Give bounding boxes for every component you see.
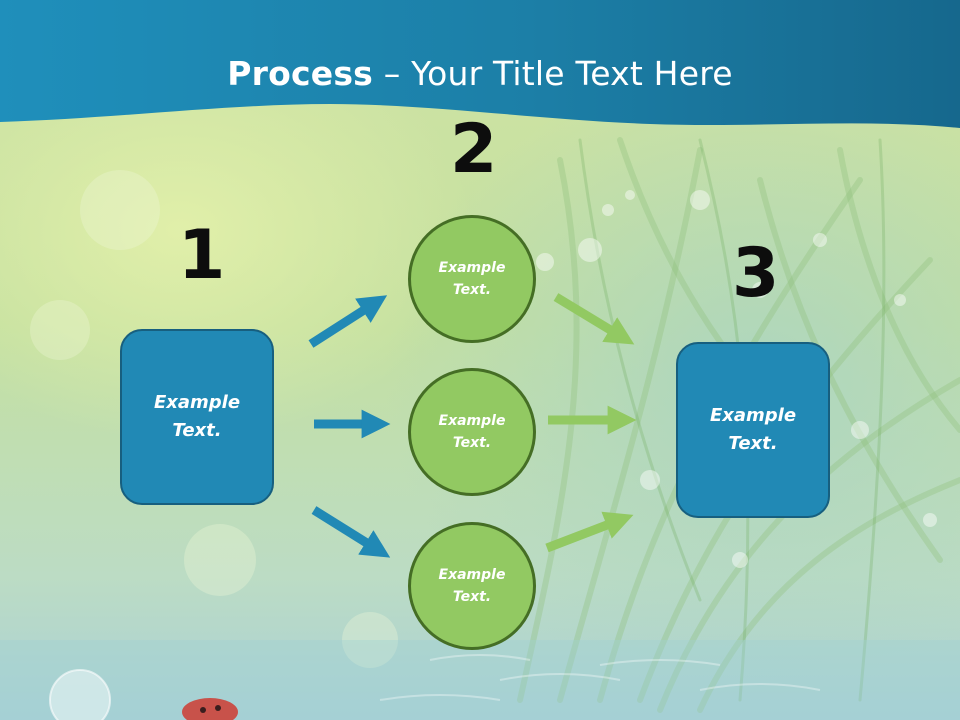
step-2-node-bottom: Example Text. [408, 522, 536, 650]
step-2-node-top: Example Text. [408, 215, 536, 343]
node-top-label: Example Text. [438, 259, 506, 298]
step-3-box: Example Text. [676, 342, 830, 518]
arrow-left-to-top [308, 295, 388, 348]
step-2-node-middle: Example Text. [408, 368, 536, 496]
node-middle-label: Example Text. [438, 412, 506, 451]
title-bold: Process [227, 54, 374, 93]
ladybug-icon [182, 698, 238, 720]
step-number-2: 2 [450, 110, 498, 189]
arrow-top-to-right [553, 293, 635, 345]
arrow-bottom-to-right [545, 511, 634, 553]
title-rest: – Your Title Text Here [373, 54, 733, 93]
step-number-3: 3 [732, 234, 780, 313]
step-1-box: Example Text. [120, 329, 274, 505]
slide-title: Process – Your Title Text Here [0, 54, 960, 93]
step-1-label: Example Text. [153, 392, 241, 441]
water-drop-icon [49, 669, 111, 720]
step-3-label: Example Text. [709, 405, 797, 454]
droplets [536, 190, 937, 568]
header-band [0, 0, 960, 128]
step-number-1: 1 [178, 216, 226, 295]
arrow-left-to-bottom [311, 506, 391, 558]
node-bottom-label: Example Text. [438, 566, 506, 605]
